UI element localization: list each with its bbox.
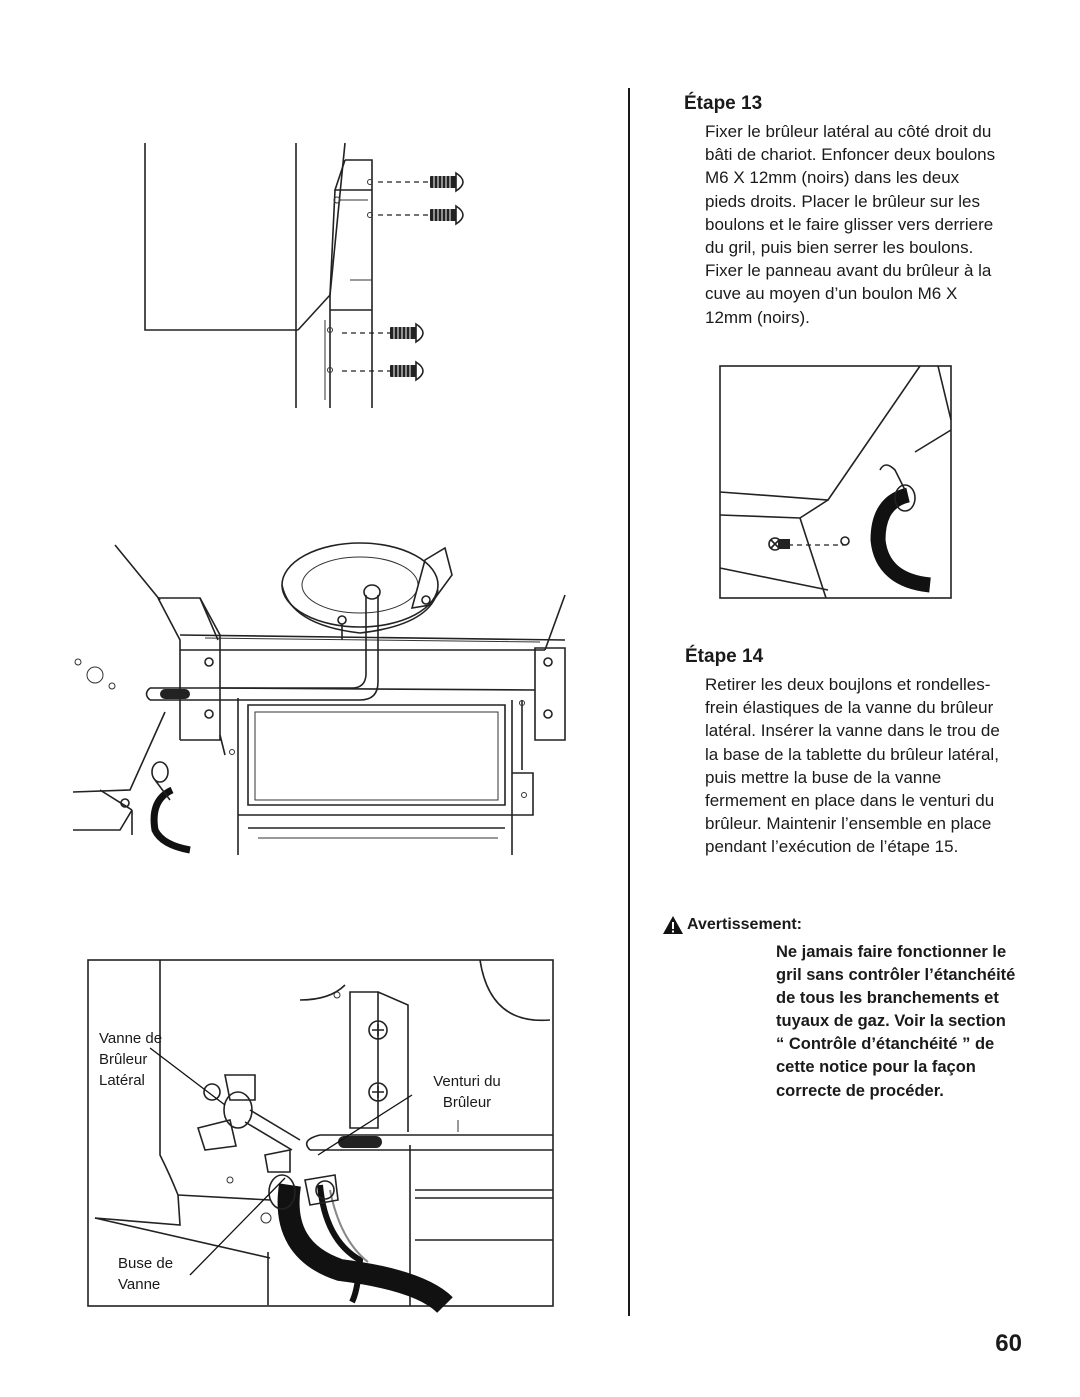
warning-heading: Avertissement:: [662, 915, 802, 935]
label-valve: Vanne de Brûleur Latéral: [99, 1030, 163, 1089]
warning-label: Avertissement:: [687, 916, 803, 933]
warning-text: Ne jamais faire fonctionner le gril sans…: [776, 943, 1016, 1100]
label-venturi: Venturi du Brûleur: [433, 1073, 501, 1111]
page-number: 60: [995, 1330, 1022, 1357]
label-nozzle: Buse de Vanne: [118, 1255, 174, 1293]
warning-triangle-icon: [663, 916, 683, 934]
step14-title: Étape 14: [685, 646, 764, 667]
step13-title: Étape 13: [684, 93, 763, 114]
step14-text: Retirer les deux boujlons et rondelles-f…: [705, 675, 1000, 857]
step13-text: Fixer le brûleur latéral au côté droit d…: [705, 122, 996, 327]
column-divider: [628, 88, 630, 1316]
